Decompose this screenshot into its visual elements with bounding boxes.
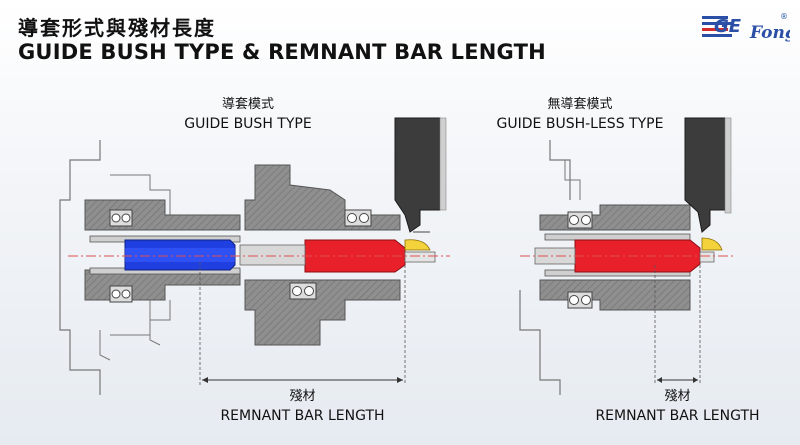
left-bearing-front-lower <box>289 282 317 300</box>
left-guide-bush-housing <box>244 164 401 231</box>
left-remnant-en: REMNANT BAR LENGTH <box>220 408 385 424</box>
right-type-label: 無導套模式 GUIDE BUSH-LESS TYPE <box>470 96 690 134</box>
right-remnant-zh: 殘材 <box>664 389 691 404</box>
right-spindle-upper <box>539 204 691 231</box>
logo-registered: ® <box>780 12 788 21</box>
right-cut-chip <box>701 237 723 251</box>
left-guide-bush-housing-lower <box>244 279 401 346</box>
left-bearing-front-upper <box>344 209 372 227</box>
left-machine <box>59 117 450 395</box>
left-type-label: 導套模式 GUIDE BUSH TYPE <box>168 96 328 134</box>
right-remnant-en: REMNANT BAR LENGTH <box>595 408 760 424</box>
right-remnant-label: 殘材 REMNANT BAR LENGTH <box>575 388 780 426</box>
left-remnant-label: 殘材 REMNANT BAR LENGTH <box>200 388 405 426</box>
right-spindle-lower <box>539 279 691 311</box>
page-title-en: GUIDE BUSH TYPE & REMNANT BAR LENGTH <box>18 40 546 64</box>
page-title-zh: 導套形式與殘材長度 <box>18 16 216 40</box>
right-housing-outline <box>549 140 571 200</box>
left-bearing-upper <box>109 209 133 227</box>
right-workpiece-bar <box>699 251 715 263</box>
logo-stripes <box>702 16 732 37</box>
right-type-zh: 無導套模式 <box>547 97 613 112</box>
left-workpiece-bar <box>404 251 436 263</box>
left-remnant-zh: 殘材 <box>289 389 316 404</box>
right-bearing-lower <box>567 291 593 309</box>
right-cutting-tool <box>684 117 726 233</box>
left-type-en: GUIDE BUSH TYPE <box>184 116 312 132</box>
right-machine <box>519 117 735 395</box>
right-bearing-upper <box>567 211 593 229</box>
right-type-en: GUIDE BUSH-LESS TYPE <box>496 116 664 132</box>
left-cut-chip <box>404 239 431 251</box>
logo-text-script: Fong <box>749 23 790 43</box>
left-type-zh: 導套模式 <box>221 97 274 112</box>
left-housing-outline <box>59 140 101 395</box>
left-spindle-upper <box>84 199 241 231</box>
left-bearing-lower <box>109 285 133 303</box>
left-cutting-tool <box>394 117 441 233</box>
left-spindle-lower <box>84 269 241 301</box>
gefong-logo: GE Fong ® <box>702 12 790 43</box>
logo-text-top: GE <box>714 16 742 37</box>
